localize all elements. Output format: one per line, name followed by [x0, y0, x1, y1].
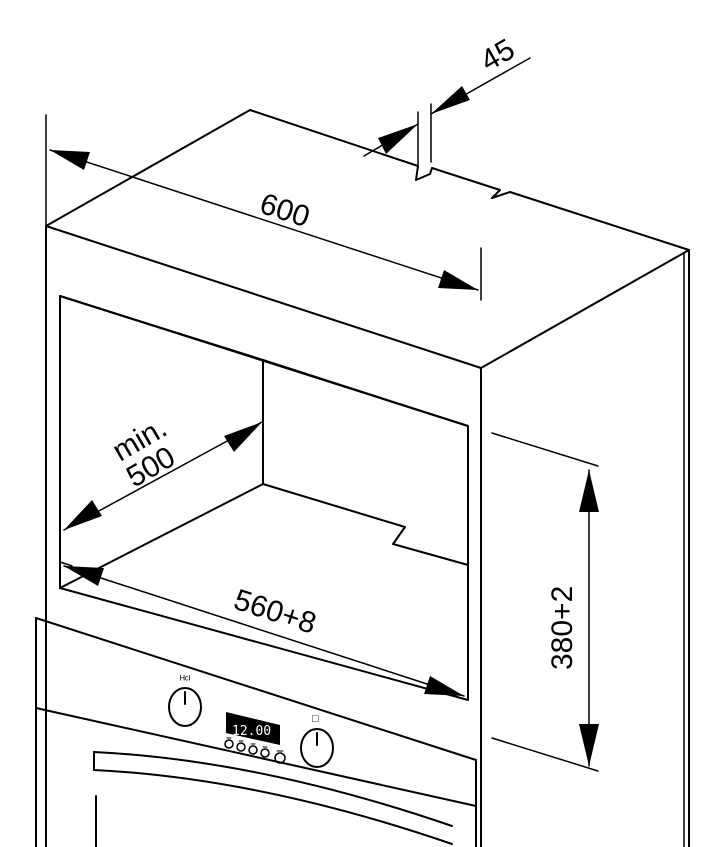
cabinet-outline	[45, 109, 690, 847]
dimension-560	[63, 565, 465, 697]
display-time: 12.00	[232, 724, 271, 739]
dimension-600	[45, 114, 482, 301]
dimension-380	[491, 432, 599, 772]
right-knob[interactable]	[300, 728, 334, 768]
control-buttons[interactable]	[224, 737, 286, 764]
left-knob-label: ᴴᶜᴵ	[180, 674, 191, 686]
clock-display: 12.00	[226, 712, 280, 745]
dimension-500	[63, 421, 263, 531]
dimension-600-label: 600	[256, 187, 314, 234]
dimension-45	[363, 57, 531, 169]
dimension-380-label: 380+2	[546, 586, 579, 670]
dimension-45-label: 45	[475, 33, 520, 78]
right-knob-label: □	[312, 713, 319, 725]
oven-unit	[35, 617, 477, 847]
left-knob[interactable]	[168, 687, 202, 727]
dimension-560-label: 560+8	[230, 583, 320, 640]
